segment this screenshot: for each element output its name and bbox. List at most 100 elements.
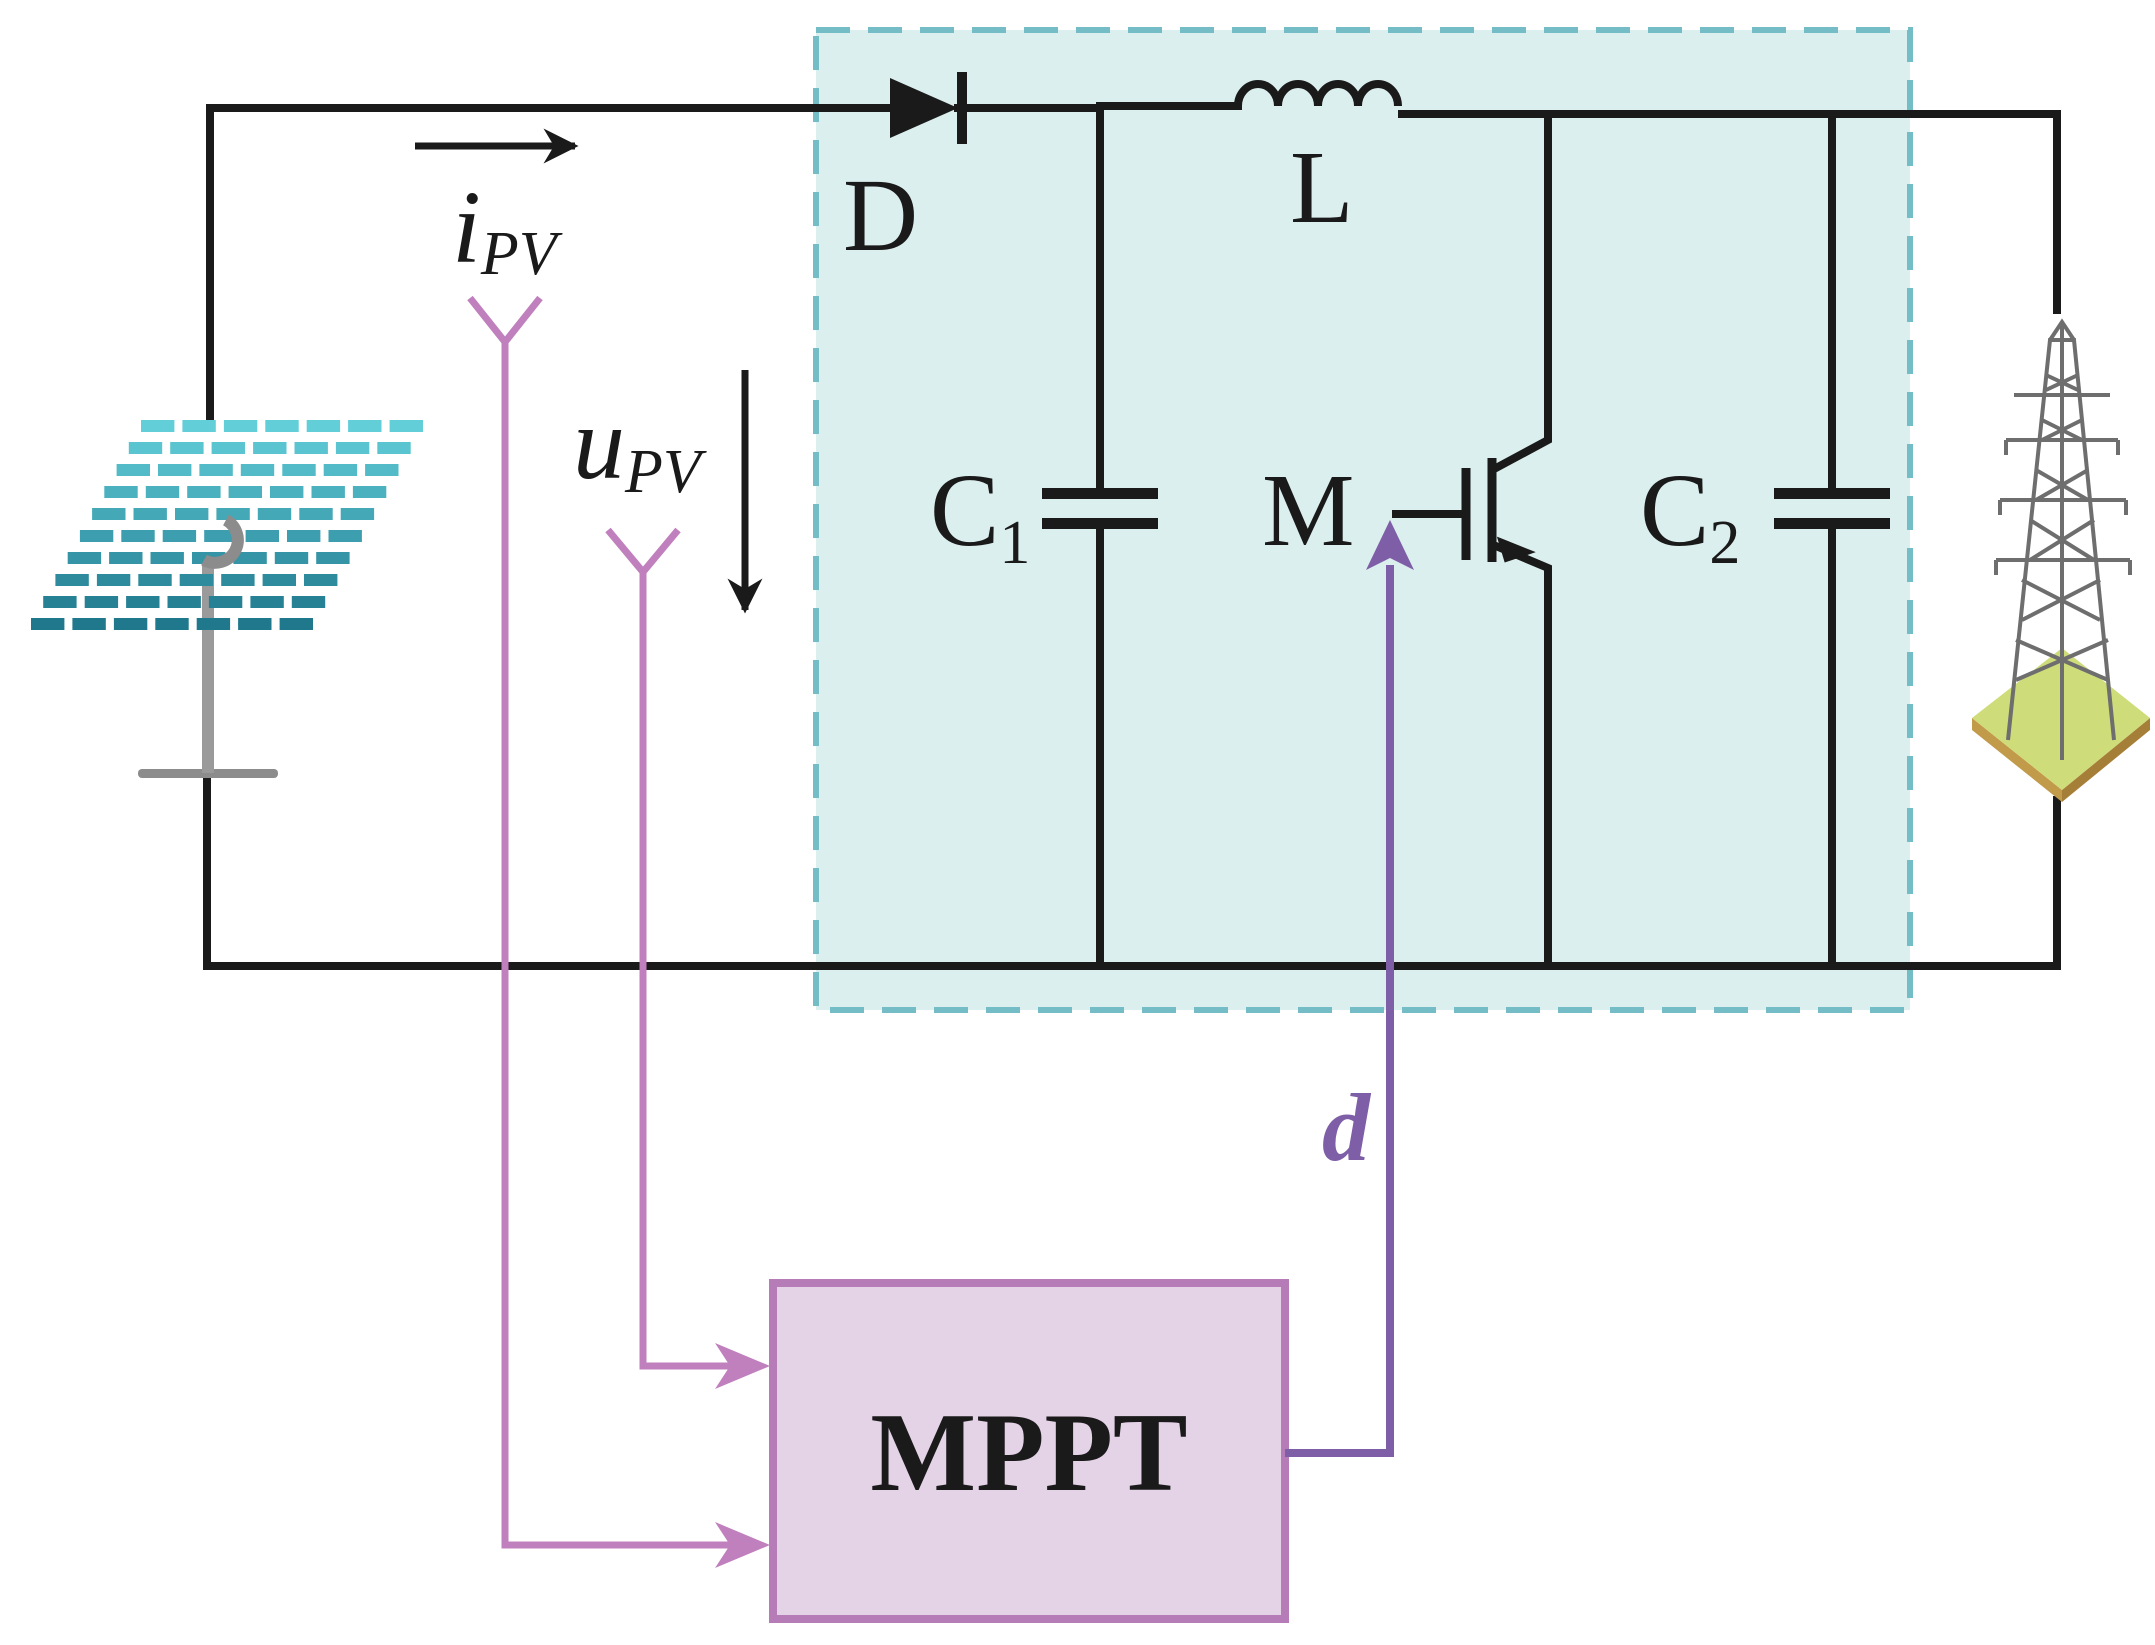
c1-label-sub: 1	[999, 509, 1030, 577]
panel-cell	[167, 596, 201, 608]
top-wire-right	[1398, 110, 2061, 314]
ipv-label-main: i	[452, 170, 481, 285]
converter-region	[813, 27, 1913, 1013]
diode-label: D	[843, 158, 918, 273]
inductor-label: L	[1290, 130, 1354, 245]
panel-cell	[253, 442, 287, 454]
ipv-label: iPV	[452, 170, 563, 288]
panel-cell	[377, 442, 411, 454]
panel-cell	[221, 574, 255, 586]
panel-cell	[228, 486, 262, 498]
panel-cell	[352, 486, 387, 498]
igbt-collector-wire	[1490, 110, 1552, 474]
panel-cell	[262, 574, 296, 586]
panel-cell	[96, 574, 131, 586]
c1-label-main: C	[930, 453, 999, 568]
upv-sensor-line	[639, 572, 735, 1370]
panel-stand-pole	[202, 555, 214, 773]
top-wire-left	[206, 104, 894, 424]
panel-cells	[31, 420, 423, 630]
capacitor-c1-symbol	[1042, 488, 1158, 529]
panel-cell	[294, 442, 328, 454]
panel-cell	[67, 552, 102, 564]
panel-cell	[31, 618, 65, 630]
inductor-symbol	[1234, 80, 1402, 107]
bottom-wire	[203, 771, 2061, 970]
mppt-controller-box	[769, 1279, 1289, 1623]
panel-cell	[223, 420, 258, 432]
panel-cell	[238, 618, 272, 630]
tower-base-side-right	[2062, 718, 2150, 802]
panel-cell	[138, 574, 172, 586]
panel-mount	[201, 514, 244, 569]
panel-cell	[233, 552, 267, 564]
panel-cell	[199, 464, 233, 476]
panel-cell	[187, 486, 221, 498]
panel-cell	[365, 464, 399, 476]
panel-cell	[328, 530, 362, 542]
panel-cell	[72, 618, 106, 630]
panel-cell	[150, 552, 184, 564]
panel-cell	[211, 442, 245, 454]
panel-cell	[335, 442, 370, 454]
upv-label: uPV	[573, 386, 707, 506]
panel-stand-base	[138, 769, 278, 778]
panel-cell	[109, 552, 143, 564]
panel-cell	[182, 420, 216, 432]
tower-lattice	[1994, 318, 2132, 760]
ipv-sensor-fork	[467, 295, 543, 348]
panel-cell	[121, 530, 155, 542]
sensor-lines	[467, 295, 735, 1549]
ipv-input-arrowhead	[715, 1522, 770, 1568]
panel-cell	[279, 618, 313, 630]
panel-cell	[43, 596, 77, 608]
mppt-label: MPPT	[870, 1391, 1187, 1515]
panel-cell	[92, 508, 126, 520]
panel-cell	[348, 420, 382, 432]
panel-cell	[158, 464, 192, 476]
panel-cell	[208, 596, 243, 608]
panel-cell	[204, 530, 238, 542]
panel-cell	[145, 486, 180, 498]
panel-cell	[274, 552, 309, 564]
panel-cell	[126, 596, 160, 608]
panel-cell	[155, 618, 189, 630]
panel-cell	[306, 420, 341, 432]
panel-cell	[287, 530, 321, 542]
tower-base-side	[1972, 718, 2062, 802]
panel-cell	[265, 420, 299, 432]
panel-cell	[250, 596, 284, 608]
panel-cell	[179, 574, 214, 586]
panel-cell	[79, 530, 114, 542]
panel-cell	[216, 508, 250, 520]
igbt-switch-symbol	[1392, 458, 1536, 563]
panel-cell	[141, 420, 175, 432]
c2-label-sub: 2	[1709, 509, 1740, 577]
panel-cell	[270, 486, 304, 498]
upv-sensor-fork	[605, 527, 681, 578]
panel-cell	[299, 508, 333, 520]
panel-cell	[245, 530, 279, 542]
ipv-sensor-line	[501, 342, 735, 1549]
panel-cell	[84, 596, 119, 608]
panel-cell	[340, 508, 375, 520]
upv-input-arrowhead	[715, 1343, 770, 1389]
ipv-label-sub: PV	[480, 220, 563, 288]
panel-cell	[323, 464, 358, 476]
panel-cell	[55, 574, 89, 586]
panel-cell	[304, 574, 338, 586]
capacitor-c2-symbol	[1774, 488, 1890, 529]
panel-cell	[240, 464, 275, 476]
panel-cell	[257, 508, 292, 520]
panel-cell	[113, 618, 148, 630]
duty-label: d	[1322, 1074, 1372, 1181]
c2-label: C2	[1640, 453, 1740, 577]
transmission-tower-icon	[1972, 318, 2150, 802]
panel-cell	[282, 464, 316, 476]
upv-label-sub: PV	[624, 438, 707, 506]
panel-cell	[162, 530, 197, 542]
c2-label-main: C	[1640, 453, 1709, 568]
duty-arrowhead	[1366, 520, 1414, 570]
panel-cell	[316, 552, 350, 564]
